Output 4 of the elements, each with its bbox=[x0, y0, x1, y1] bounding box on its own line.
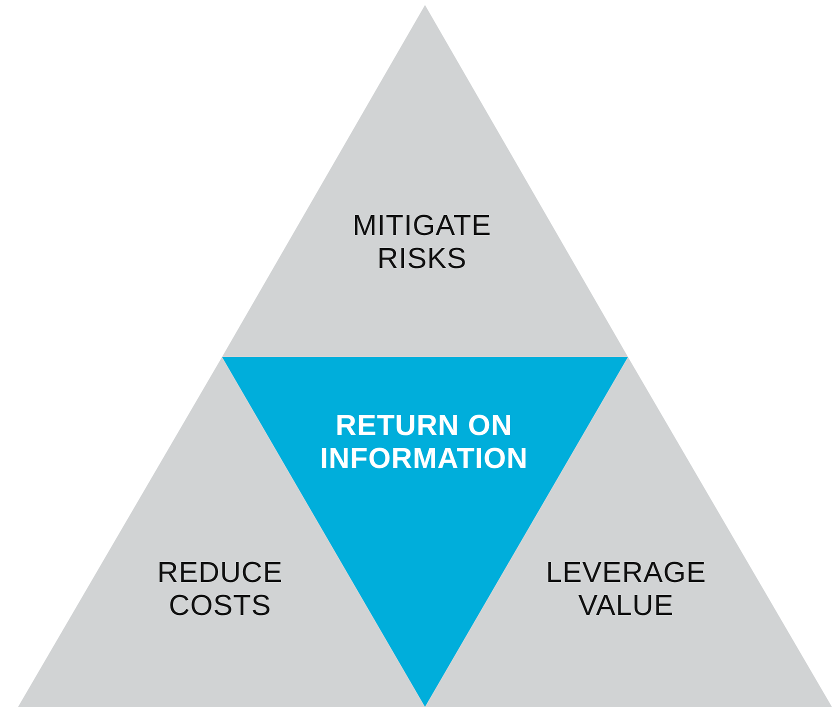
segment-label: MITIGATE RISKS bbox=[352, 210, 492, 276]
segment-label: RETURN ON INFORMATION bbox=[319, 410, 529, 476]
segment-label: LEVERAGE VALUE bbox=[544, 557, 708, 623]
segment-label: REDUCE COSTS bbox=[156, 557, 284, 623]
